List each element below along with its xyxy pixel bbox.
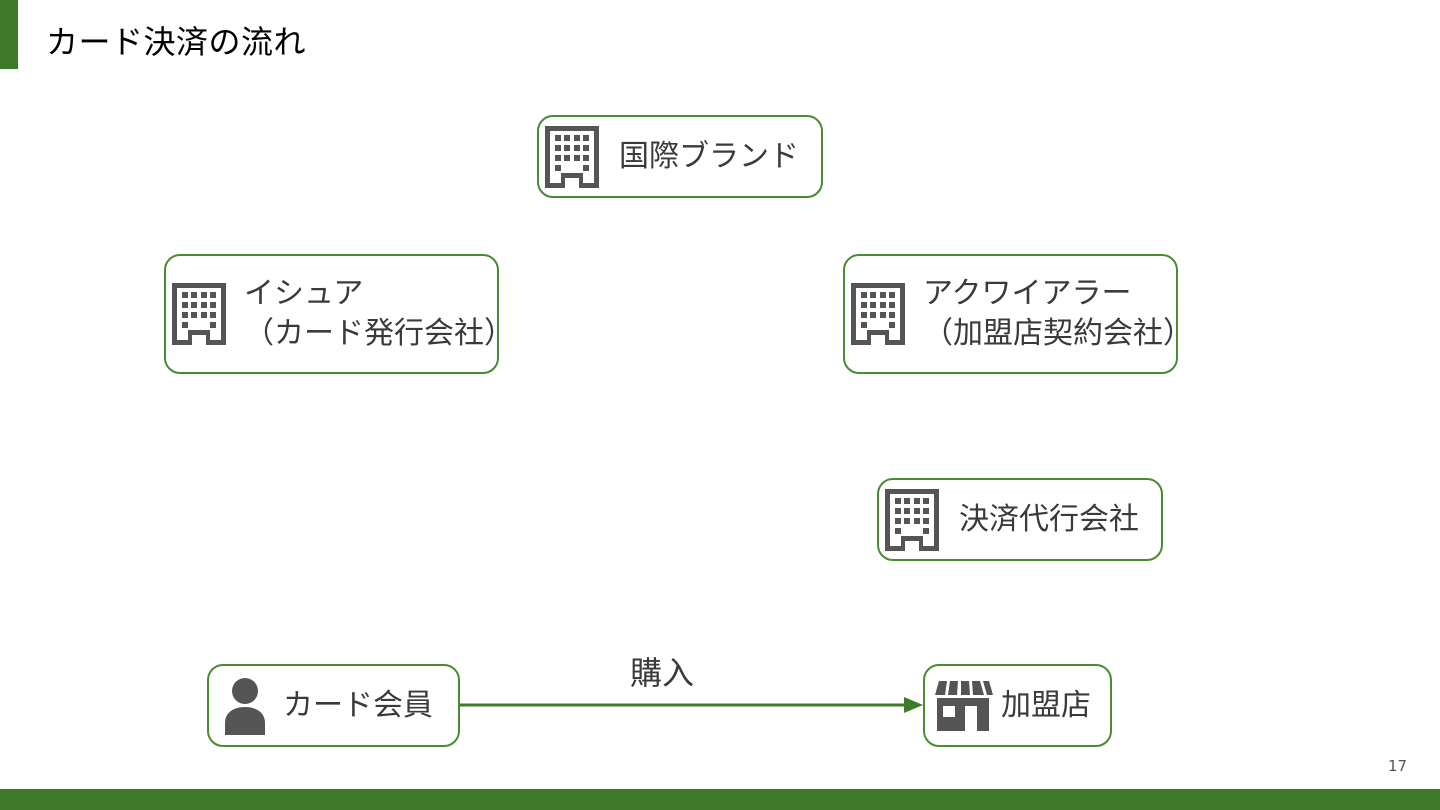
node-payment-service-provider: 決済代行会社 (877, 478, 1163, 561)
purchase-arrow (460, 697, 923, 713)
page-number: 17 (1388, 757, 1408, 775)
store-icon (935, 680, 993, 731)
building-icon (885, 488, 939, 551)
footer-bar (0, 789, 1440, 810)
node-label: イシュア （カード発行会社） (244, 274, 514, 354)
node-label-line: アクワイアラー (923, 276, 1132, 311)
node-label-line: 加盟店 (1001, 687, 1091, 723)
node-label: アクワイアラー （加盟店契約会社） (923, 274, 1193, 354)
node-label-line: （カード発行会社） (244, 316, 514, 351)
node-label: 加盟店 (1001, 686, 1091, 726)
page-title: カード決済の流れ (46, 23, 307, 61)
building-icon (851, 283, 905, 345)
node-label: 国際ブランド (619, 137, 799, 177)
node-merchant: 加盟店 (923, 664, 1112, 747)
node-label: カード会員 (283, 686, 433, 726)
node-label-line: 決済代行会社 (959, 501, 1139, 537)
node-label-line: （加盟店契約会社） (923, 316, 1193, 351)
node-label-line: イシュア (244, 276, 364, 311)
node-label-line: カード会員 (283, 687, 433, 723)
node-card-member: カード会員 (207, 664, 460, 747)
person-icon (225, 677, 265, 735)
building-icon (545, 125, 599, 188)
node-issuer: イシュア （カード発行会社） (164, 254, 514, 374)
node-label: 決済代行会社 (959, 500, 1139, 540)
building-icon (172, 283, 226, 345)
title-accent-bar (0, 0, 18, 69)
node-international-brand: 国際ブランド (537, 115, 823, 198)
purchase-edge-label: 購入 (630, 654, 695, 692)
node-label-line: 国際ブランド (619, 138, 799, 174)
node-acquirer: アクワイアラー （加盟店契約会社） (843, 254, 1193, 374)
